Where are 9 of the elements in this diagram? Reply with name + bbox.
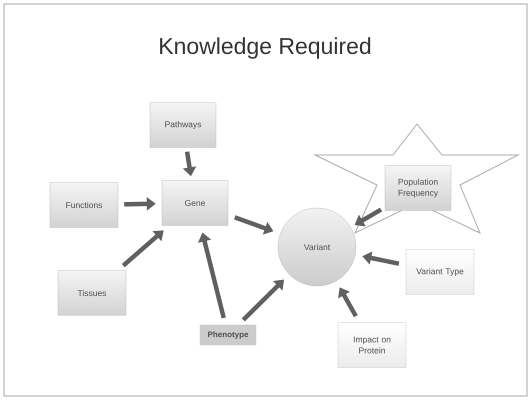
process-box: Population Frequency: [384, 165, 452, 211]
label-box: Phenotype: [200, 324, 256, 346]
process-box: Tissues: [58, 270, 126, 316]
process-box: Functions: [50, 182, 118, 228]
process-box: Impact on Protein: [338, 322, 406, 368]
title: Knowledge Required: [160, 37, 370, 59]
process-box: Variant Type: [406, 249, 474, 295]
process-box: Gene: [162, 180, 228, 226]
process-box: Pathways: [150, 102, 216, 148]
